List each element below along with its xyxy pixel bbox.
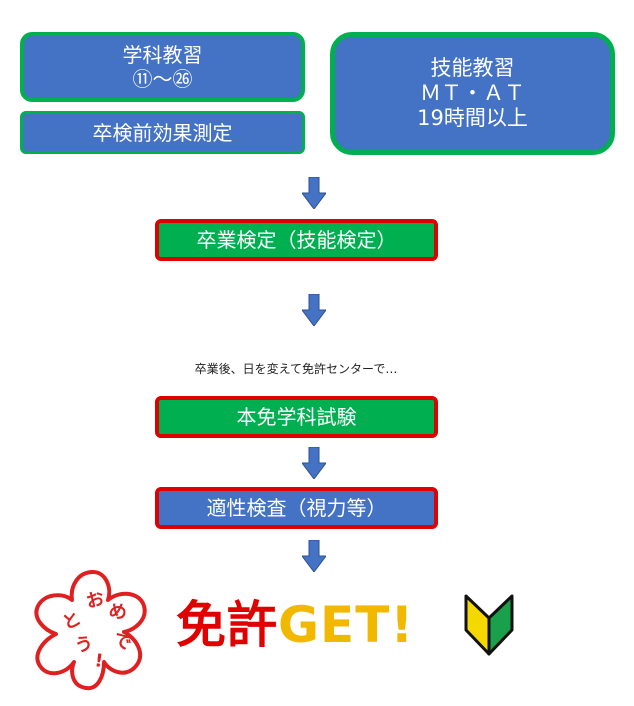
aptitude-test-box: 適性検査（視力等） <box>155 487 438 529</box>
svg-text:お: お <box>84 588 107 613</box>
down-arrow-icon <box>302 447 326 479</box>
license-get-latin: GET <box>278 596 391 654</box>
driving-lessons-type: ＭＴ・ＡＴ <box>420 80 525 105</box>
down-arrow-icon <box>302 540 326 572</box>
down-arrow-icon <box>302 177 326 209</box>
graduation-exam-label: 卒業検定（技能検定） <box>196 228 397 252</box>
course-lessons-title: 学科教習 <box>122 43 203 67</box>
svg-text:め: め <box>107 600 128 624</box>
aptitude-test-label: 適性検査（視力等） <box>206 496 387 520</box>
driving-lessons-title: 技能教習 <box>430 55 515 80</box>
written-exam-label: 本免学科試験 <box>236 405 357 429</box>
beginner-driver-mark-icon <box>464 594 514 656</box>
down-arrow-icon <box>302 294 326 326</box>
license-get-title: 免許GET! <box>176 590 414 660</box>
driving-lessons-box: 技能教習 ＭＴ・ＡＴ 19時間以上 <box>330 32 615 155</box>
svg-text:で: で <box>110 629 134 655</box>
congratulations-stamp-icon: お め で と う ! <box>34 570 147 691</box>
svg-text:う: う <box>73 633 94 657</box>
graduation-exam-box: 卒業検定（技能検定） <box>155 219 438 261</box>
svg-text:!: ! <box>93 650 104 672</box>
course-lessons-box: 学科教習 ⑪～㉖ <box>20 32 305 102</box>
license-get-kanji: 免許 <box>176 596 278 654</box>
license-get-exclamation: ! <box>390 596 415 654</box>
pre-exam-test-box: 卒検前効果測定 <box>20 111 305 154</box>
license-center-note: 卒業後、日を変えて免許センターで… <box>194 362 398 376</box>
pre-exam-test-label: 卒検前効果測定 <box>92 120 233 145</box>
svg-text:と: と <box>59 608 84 635</box>
course-lessons-range: ⑪～㉖ <box>132 67 193 91</box>
written-exam-box: 本免学科試験 <box>155 396 438 438</box>
driving-lessons-hours: 19時間以上 <box>417 106 528 131</box>
